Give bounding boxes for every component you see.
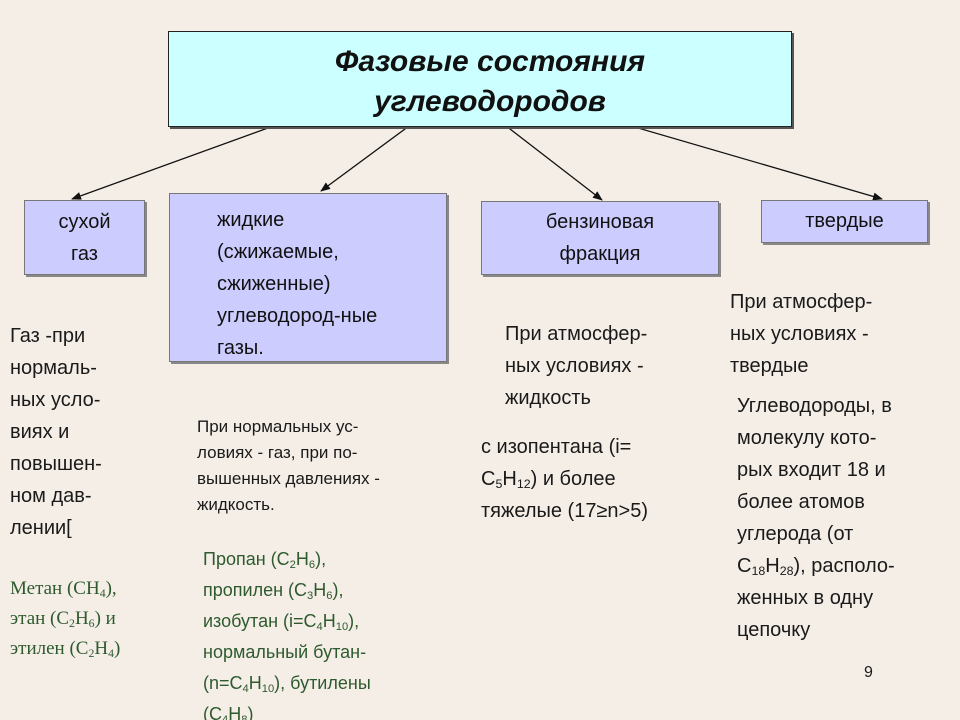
dry-gas-examples: Метан (СН4), этан (С2Н6) и этилен (С2Н4) [10,578,121,660]
gasoline-description: При атмосфер- ных условиях - жидкость [505,323,648,409]
category-liquid-gases: жидкие (сжижаемые, сжиженные) углеводоро… [169,193,447,362]
title-box: Фазовые состояния углеводородов [168,31,792,127]
category-dry-gas: сухой газ [24,200,145,275]
page-number: 9 [864,664,873,681]
liquid-gases-examples: Пропан (С2Н6), пропилен (С3Н6), изобутан… [203,549,371,720]
solid-examples: Углеводороды, в молекулу кото- рых входи… [737,395,895,641]
category-solid: твердые [761,200,928,243]
category-gasoline-label: бензиновая фракция [545,211,655,265]
category-dry-gas-label: сухой газ [58,211,111,265]
liquid-gases-description: При нормальных ус- ловиях - газ, при по-… [197,417,380,514]
dry-gas-description: Газ -при нормаль- ных усло- виях и повыш… [10,325,102,539]
solid-description: При атмосфер- ных условиях - твердые [730,291,873,377]
category-solid-label: твердые [805,210,884,232]
gasoline-examples: с изопентана (i= С5Н12) и более тяжелые … [481,436,649,522]
category-gasoline: бензиновая фракция [481,201,719,275]
category-liquid-gases-label: жидкие (сжижаемые, сжиженные) углеводоро… [217,209,378,359]
diagram-title: Фазовые состояния углеводородов [334,45,646,118]
